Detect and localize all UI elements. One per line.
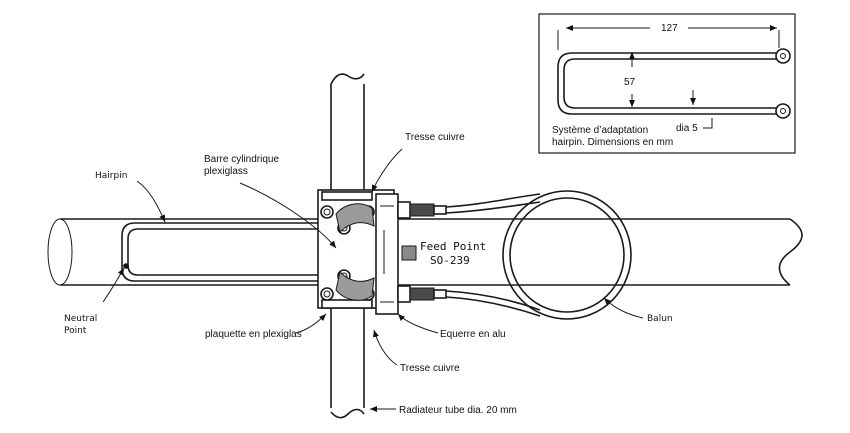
- balun-ring: [502, 190, 632, 320]
- label-hairpin: Hairpin: [95, 171, 127, 181]
- label-feed-line2: SO-239: [430, 254, 470, 267]
- label-balun: Balun: [647, 314, 673, 324]
- label-barre-line2: plexiglass: [204, 166, 248, 177]
- label-equerre: Equerre en alu: [440, 329, 506, 340]
- copper-braid: [335, 203, 375, 301]
- coax-cables: [445, 193, 541, 317]
- label-neutral-line1: Neutral: [64, 314, 97, 324]
- inset-caption-line2: hairpin. Dimensions en mm: [552, 137, 673, 148]
- label-barre-line1: Barre cylindrique: [204, 154, 279, 165]
- label-feed-line1: Feed Point: [420, 240, 486, 253]
- inset-caption-line1: Système d’adaptation: [552, 125, 648, 136]
- leader-lines: [102, 148, 644, 412]
- label-tresse-bottom: Tresse cuivre: [400, 363, 460, 374]
- label-radiateur: Radiateur tube dia. 20 mm: [399, 405, 517, 416]
- inset-dim-width: 57: [624, 77, 636, 88]
- hairpin-loop: [121, 222, 322, 282]
- label-neutral-line2: Point: [64, 326, 87, 336]
- label-plaquette: plaquette en plexiglas: [205, 329, 302, 340]
- boom-tube: [47, 218, 803, 286]
- label-tresse-top: Tresse cuivre: [405, 132, 465, 143]
- coax-connectors: [397, 201, 447, 303]
- neutral-point-dot: [123, 263, 129, 269]
- inset-dim-dia: dia 5: [676, 123, 698, 134]
- inset-panel: [538, 13, 796, 154]
- inset-dim-length: 127: [661, 23, 678, 34]
- alu-bracket: [375, 193, 399, 315]
